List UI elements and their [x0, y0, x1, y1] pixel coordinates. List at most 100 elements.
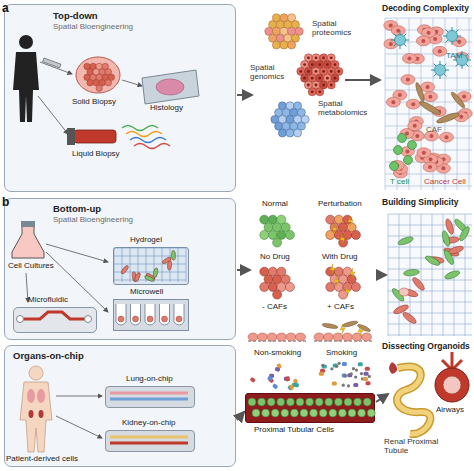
spindle-cell — [403, 269, 420, 277]
flask-cap — [21, 221, 35, 227]
cell — [301, 74, 309, 82]
cell — [291, 21, 299, 29]
cell — [133, 316, 139, 322]
spindle-cell — [418, 99, 442, 116]
biopsy-tissue — [76, 57, 120, 93]
spindle-cell — [414, 82, 426, 103]
cell-nucleus — [334, 63, 337, 66]
body-outline — [20, 382, 52, 452]
cell-nucleus — [318, 77, 321, 80]
matrix-fiber — [421, 214, 422, 336]
cancer-cell — [429, 27, 443, 37]
cancer-cell — [406, 127, 420, 137]
cell-nucleus — [437, 109, 441, 113]
airway-branch — [442, 352, 462, 370]
cell — [260, 230, 269, 239]
lung — [27, 389, 35, 403]
cell — [268, 230, 277, 239]
tam-process — [391, 40, 400, 41]
matrix-fiber — [385, 42, 472, 43]
tam-cell — [447, 31, 458, 42]
matrix-fiber — [385, 174, 472, 175]
omics-label: Spatial metabolomics — [318, 100, 373, 118]
cell — [102, 63, 108, 69]
cell — [308, 88, 316, 96]
organ-label: Renal Proximal Tubule — [384, 438, 440, 456]
cell-nucleus — [389, 23, 393, 27]
cell — [268, 215, 277, 224]
tubular-cell — [358, 409, 366, 417]
flow-arrow — [345, 79, 380, 81]
condition-label: - CAFs — [262, 303, 302, 312]
chip-channel — [110, 442, 188, 445]
cell — [99, 80, 105, 86]
cell — [273, 290, 282, 299]
particle — [267, 376, 273, 381]
flow-arrow — [237, 269, 250, 271]
tam-process — [394, 34, 400, 40]
smoke-particle — [360, 372, 363, 375]
leader-arrow — [40, 62, 72, 74]
tam-process — [462, 54, 468, 60]
omics-label: Spatial proteomics — [312, 20, 360, 38]
leader-arrow — [122, 80, 142, 86]
smoke-particle — [361, 377, 364, 380]
condition-label: Non-smoking — [254, 349, 309, 358]
cell — [295, 27, 303, 35]
cell — [331, 74, 339, 82]
cell-nucleus — [395, 163, 399, 167]
cancer-cell — [457, 92, 471, 102]
cell — [326, 215, 335, 224]
cancer-cell — [393, 90, 407, 100]
tubular-cell — [271, 409, 279, 417]
culture-flask — [12, 226, 44, 258]
cell-nucleus — [307, 70, 310, 73]
matrix-fiber — [388, 236, 472, 237]
spindle-cell — [342, 320, 358, 328]
chip-box: Kidney-on-chip — [105, 430, 195, 452]
cell — [294, 102, 302, 110]
spindle-cell — [441, 230, 451, 247]
tam-process — [440, 64, 446, 70]
matrix-fiber — [385, 18, 386, 190]
omics-label: Spatial genomics — [250, 64, 295, 82]
tubular-cell — [363, 398, 371, 406]
microwell-box: Microwell — [113, 299, 189, 331]
spindle-cell — [133, 272, 141, 283]
particle — [293, 378, 299, 384]
cell-nucleus — [396, 29, 400, 33]
cell — [334, 230, 343, 239]
condition-label: No Drug — [260, 253, 300, 262]
cell — [316, 88, 324, 96]
chip-label: Kidney-on-chip — [122, 419, 212, 428]
cell-nucleus — [303, 63, 306, 66]
cell — [271, 115, 279, 123]
matrix-fiber — [138, 248, 139, 282]
epithelial-cell — [362, 333, 372, 341]
cancer-cell — [423, 162, 437, 172]
cell — [93, 80, 99, 86]
cancer-cell — [417, 25, 431, 35]
cell — [330, 275, 339, 284]
cell-nucleus — [311, 90, 314, 93]
cell — [276, 21, 284, 29]
cancer-cell — [391, 26, 405, 36]
lightning-bolt — [340, 324, 345, 334]
cell — [288, 27, 296, 35]
person-head — [19, 35, 33, 49]
cell-nucleus — [326, 63, 329, 66]
matrix-fiber — [388, 214, 472, 215]
cell-nucleus — [427, 31, 431, 35]
t-cell — [398, 134, 407, 143]
cell — [286, 115, 294, 123]
cell — [90, 74, 96, 80]
tam-process — [440, 70, 441, 79]
spindle-cell — [444, 269, 461, 280]
particle — [294, 383, 300, 388]
cell-nucleus — [459, 115, 463, 119]
cell-nucleus — [322, 56, 325, 59]
cancer-cell — [421, 82, 435, 92]
cancer-cell — [386, 97, 400, 107]
cell — [304, 67, 312, 75]
matrix-fiber — [388, 313, 472, 314]
